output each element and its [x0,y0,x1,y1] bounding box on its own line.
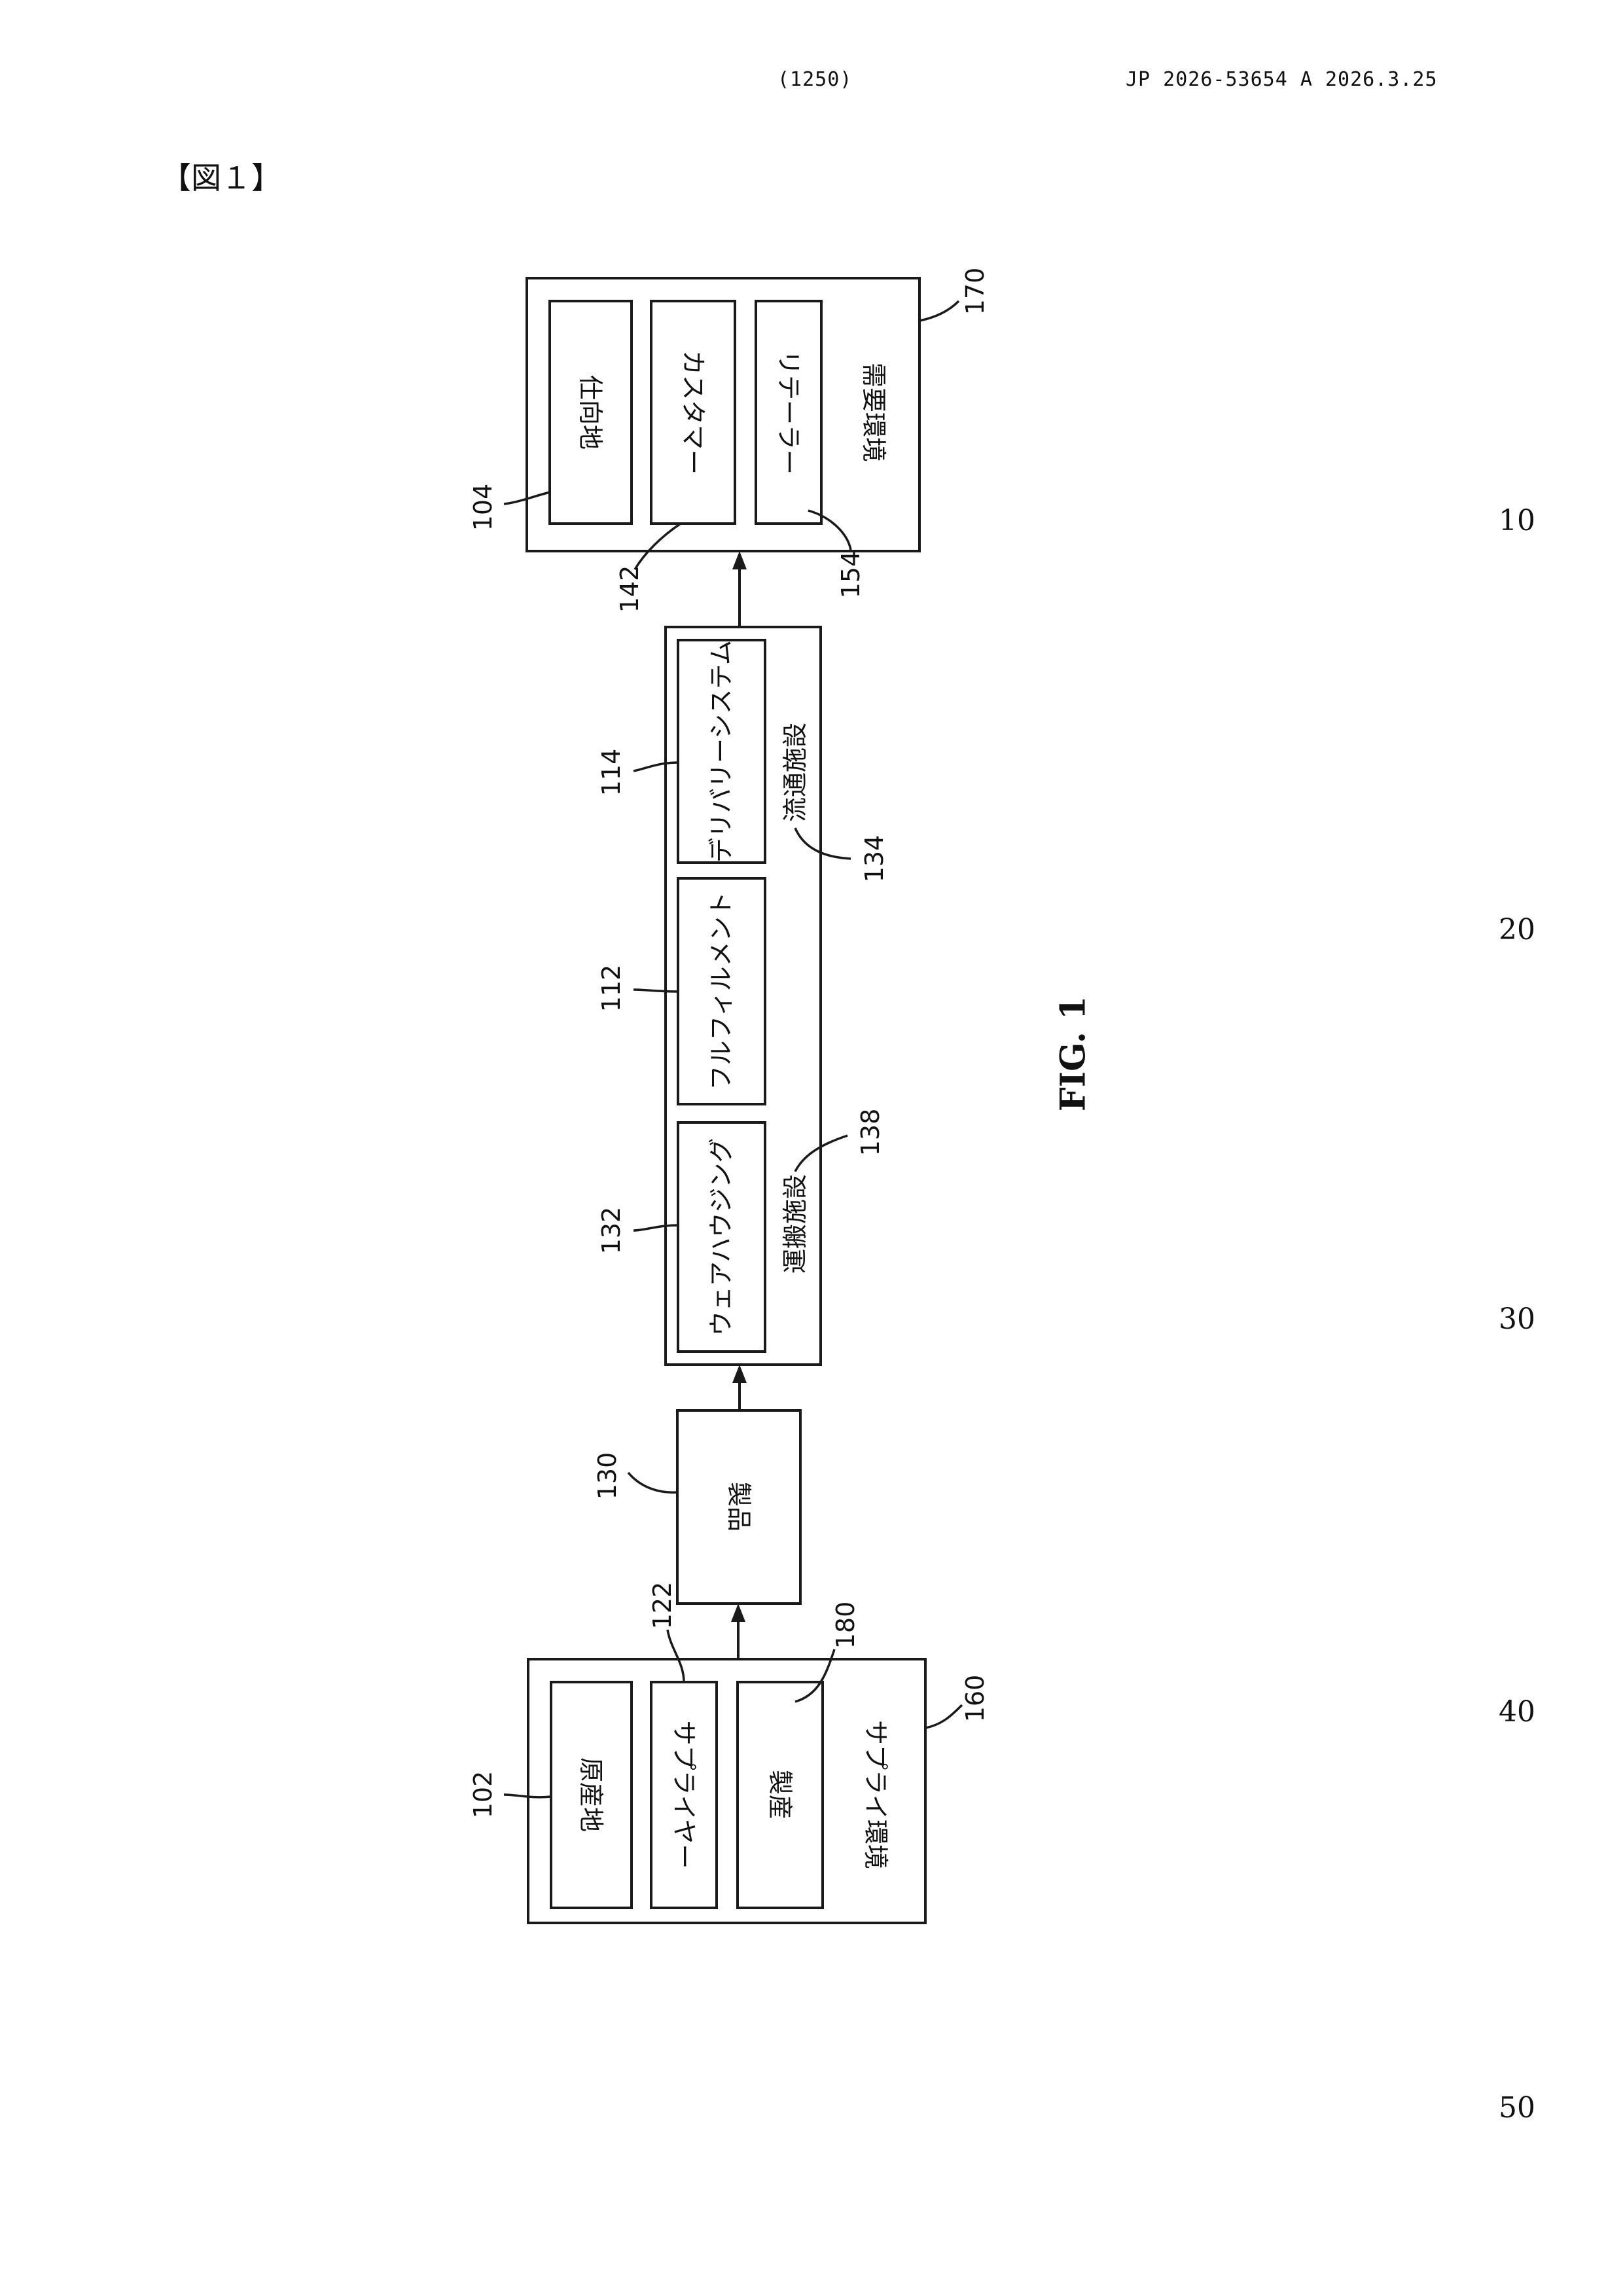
warehousing-label: ウェアハウジング [707,1138,736,1336]
transport-facility-label: 運搬施設 [781,1174,810,1274]
distribution-facility-label: 流通施設 [781,723,810,822]
leader-114 [633,762,678,771]
ref-160: 160 [961,1675,990,1723]
supplier-label: サプライヤー [669,1721,698,1869]
leader-160 [925,1705,962,1728]
figure-caption: FIG. 1 [1054,996,1094,1111]
ref-134: 134 [860,835,889,883]
leader-180 [795,1649,834,1702]
customer-label: カスタマー [679,350,707,475]
product-label: 製品 [724,1482,753,1532]
leader-132 [633,1225,678,1230]
delivery-system-label: デリバリーシステム [707,640,736,863]
ref-132: 132 [597,1207,626,1255]
leader-112 [633,990,678,992]
retailer-label: リテーラー [774,350,803,475]
ref-104: 104 [469,484,497,531]
leader-122 [668,1630,684,1682]
ref-142: 142 [615,565,644,613]
ref-130: 130 [593,1452,622,1500]
ref-138: 138 [856,1109,885,1157]
production-label: 製産 [766,1770,794,1820]
leader-142 [635,524,681,569]
leader-154 [808,511,851,550]
ref-154: 154 [836,551,865,599]
ref-122: 122 [648,1582,677,1630]
origin-label: 原産地 [577,1757,605,1832]
product: 製品 130 [593,1410,800,1604]
distribution-facility: ウェアハウジング フルフィルメント デリバリーシステム 運搬施設 流通施設 13… [597,627,889,1365]
supply-environment-title: サプライ環境 [861,1720,890,1869]
fulfillment-label: フルフィルメント [707,891,736,1090]
leader-170 [919,301,959,321]
ref-114: 114 [597,749,626,797]
leader-134 [795,828,851,859]
leader-130 [628,1473,677,1492]
ref-170: 170 [961,268,990,315]
destination-label: 仕向地 [576,375,605,450]
supply-environment: 原産地 サプライヤー 製産 サプライ環境 102 122 180 160 [469,1582,990,1923]
arrowhead-supply-to-product [731,1604,745,1622]
arrowhead-distribution-to-demand [732,551,747,569]
ref-102: 102 [469,1771,497,1819]
demand-environment-title: 需要環境 [859,363,888,462]
demand-environment: 仕向地 カスタマー リテーラー 需要環境 104 142 154 170 [469,268,990,613]
ref-112: 112 [597,965,626,1013]
arrowhead-product-to-distribution [732,1365,747,1383]
ref-180: 180 [831,1602,860,1649]
